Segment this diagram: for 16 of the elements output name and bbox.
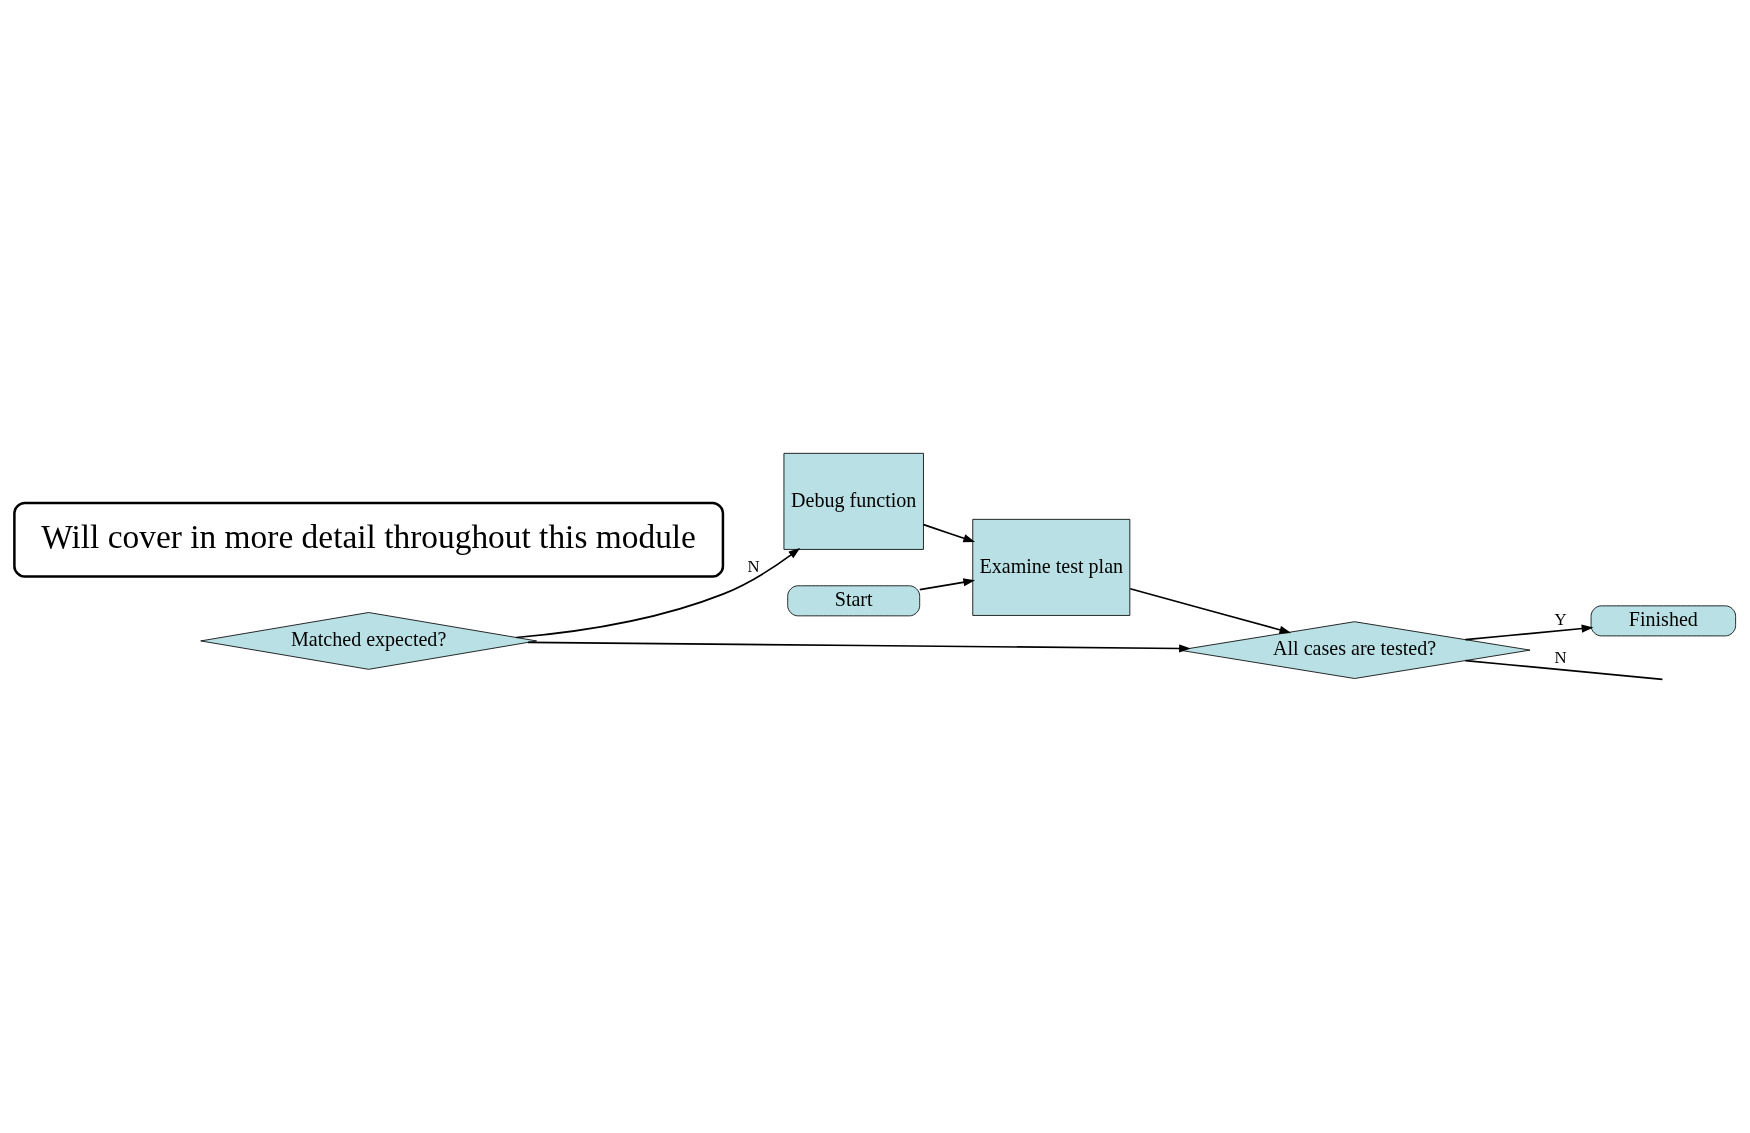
node-box: Start	[787, 585, 921, 617]
node-box: Finished	[1590, 605, 1737, 637]
arrow	[918, 578, 976, 591]
arrow	[1464, 624, 1594, 641]
arrow	[922, 523, 976, 543]
node-box: Will cover in more detail throughout this module	[13, 501, 725, 578]
edge-label: Y	[1554, 610, 1567, 630]
edge-label: N	[747, 556, 760, 576]
connector	[1464, 659, 1664, 681]
node-diamond: Matched expected?	[200, 612, 537, 670]
edge-label: N	[1554, 648, 1567, 668]
node-box: Debug function	[783, 452, 924, 550]
arrow	[515, 547, 801, 639]
node-box: Examine test plan	[972, 518, 1131, 616]
arrow	[1129, 587, 1292, 634]
arrow	[527, 641, 1191, 653]
